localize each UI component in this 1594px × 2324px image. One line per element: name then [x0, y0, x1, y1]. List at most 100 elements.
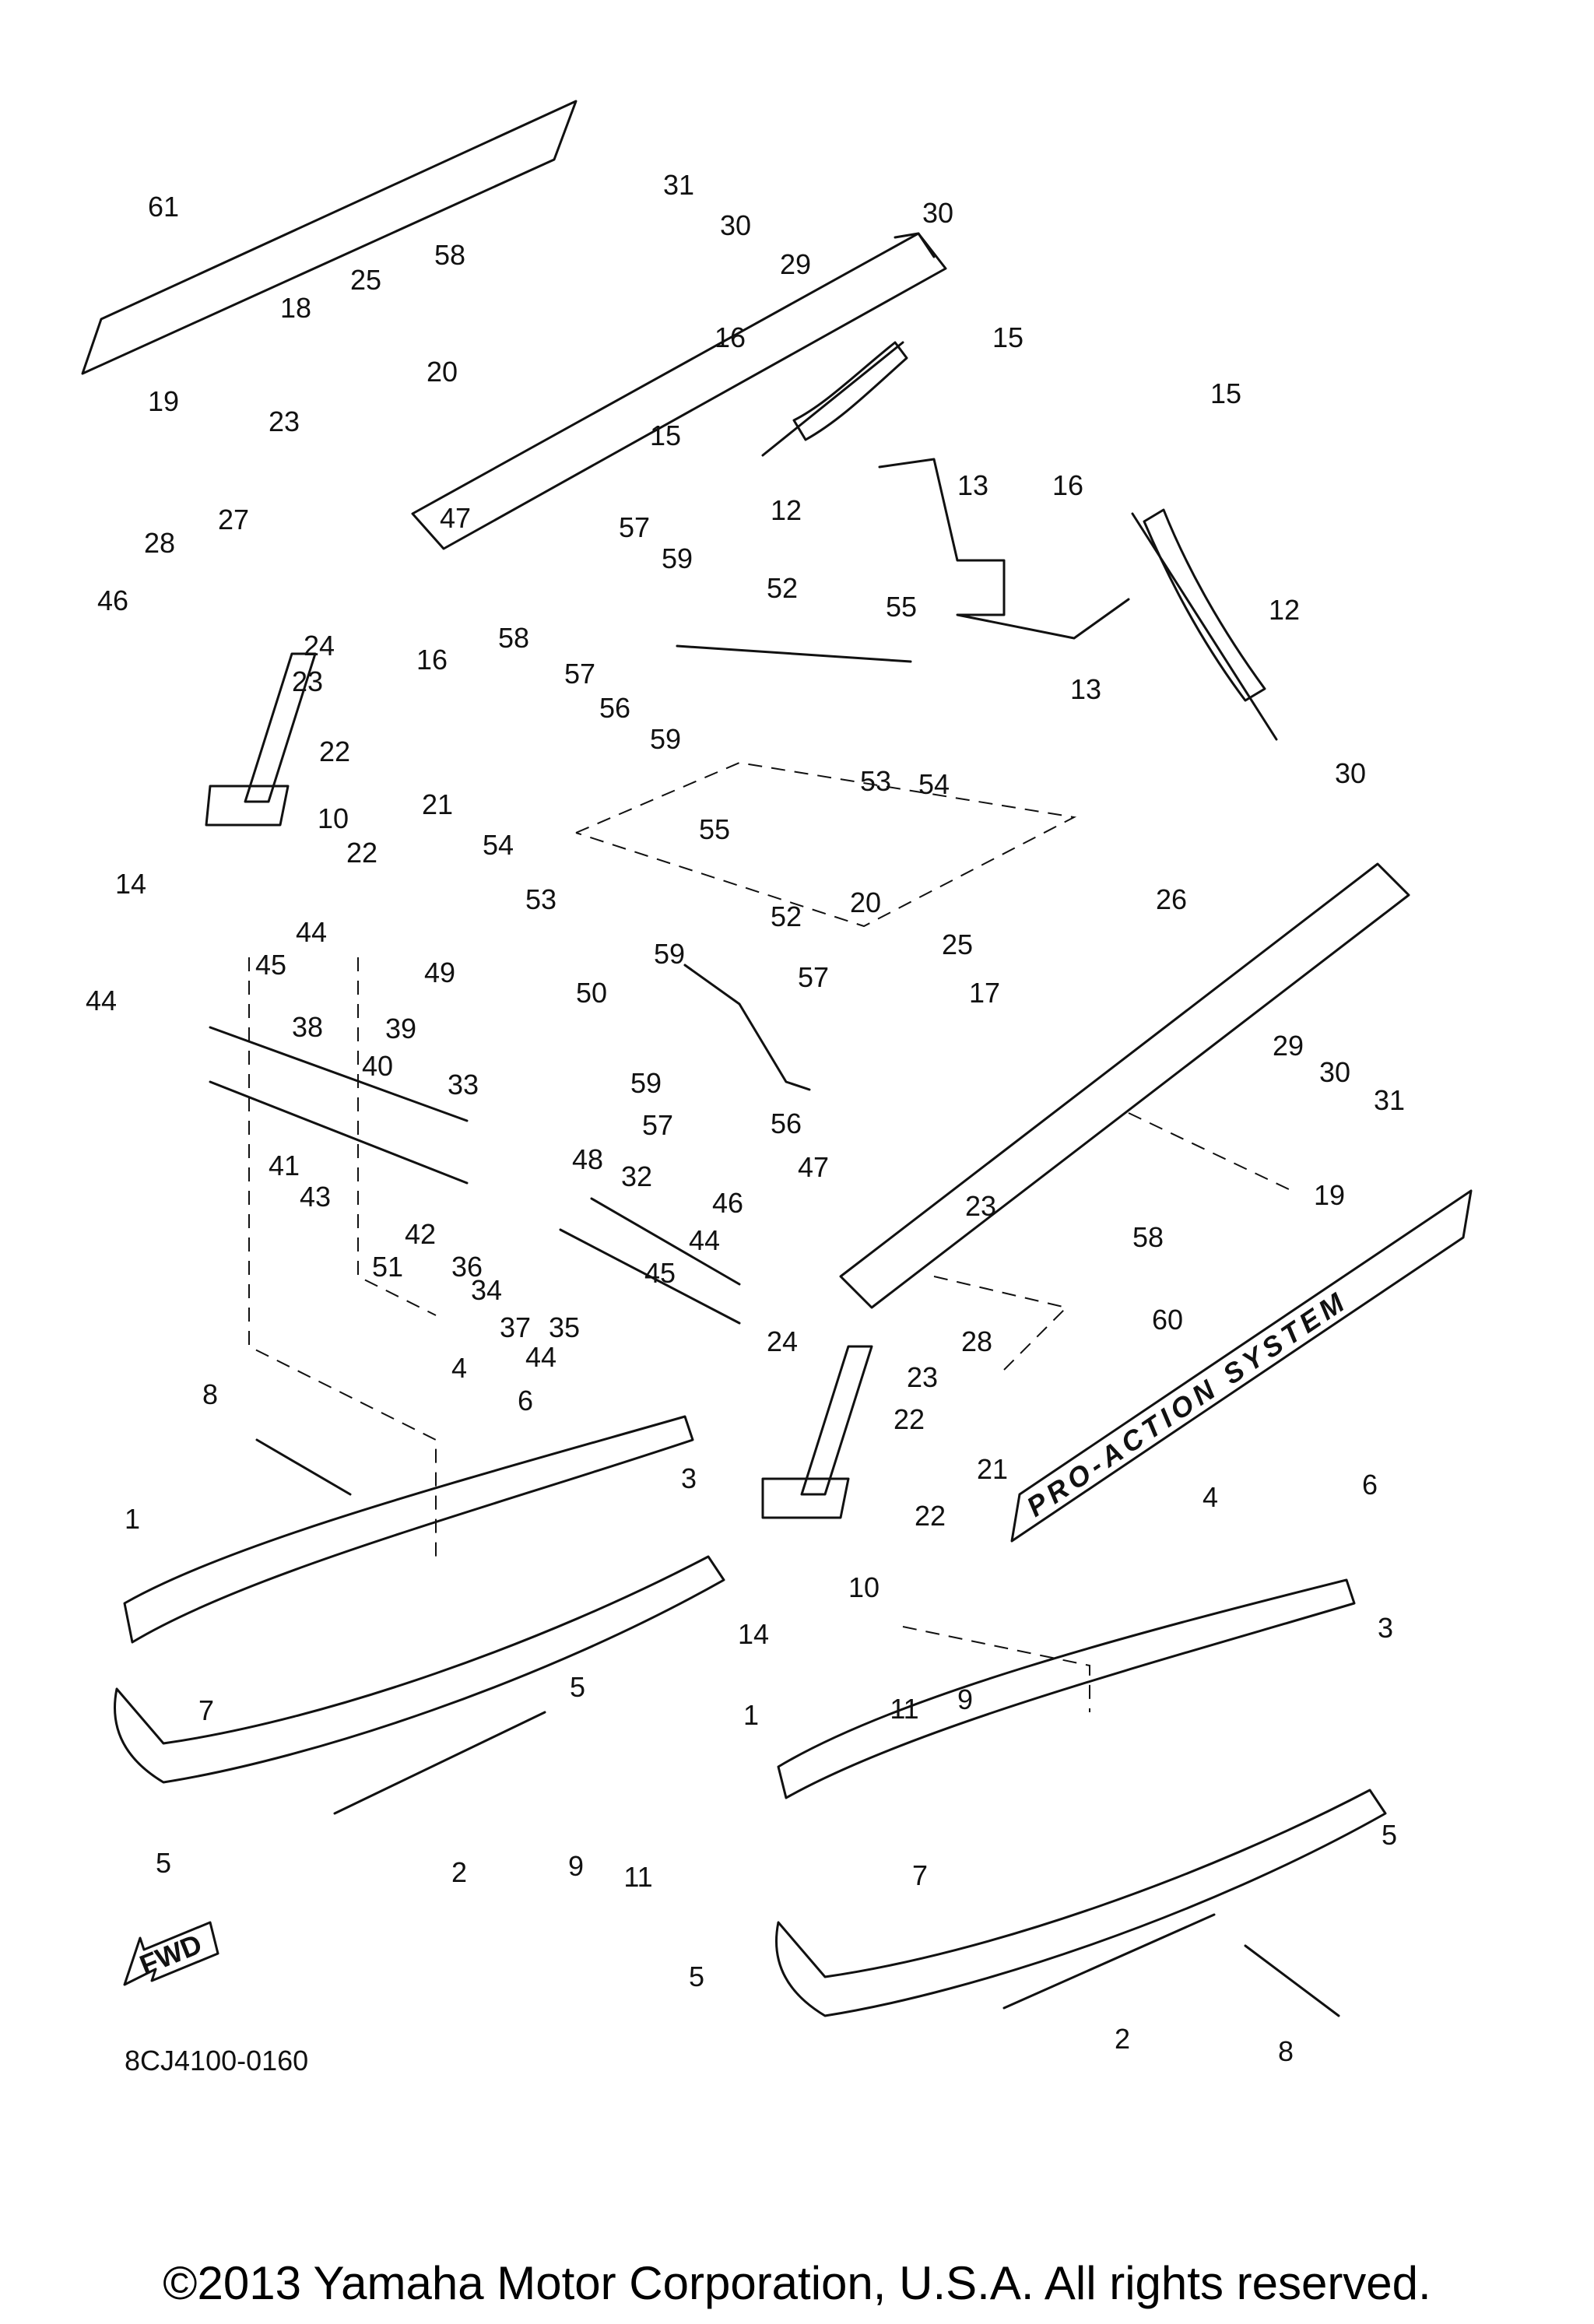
part-label: 6: [1362, 1469, 1378, 1501]
shock-spring-right: [1143, 508, 1266, 702]
part-label: 25: [350, 264, 381, 296]
part-label: 49: [424, 957, 455, 988]
part-label: 4: [1203, 1481, 1218, 1513]
part-label: 31: [663, 169, 694, 201]
rod-41: [209, 1080, 469, 1185]
part-label: 43: [300, 1181, 331, 1213]
part-label: 9: [568, 1850, 584, 1882]
part-label: 29: [1273, 1030, 1304, 1062]
part-label: 5: [1382, 1819, 1397, 1851]
part-label: 32: [621, 1160, 652, 1192]
part-label: 47: [798, 1151, 829, 1183]
assembly-line-3: [575, 761, 1077, 928]
part-label: 17: [969, 977, 1000, 1009]
part-label: 57: [798, 961, 829, 993]
part-label: 16: [1052, 469, 1083, 501]
part-label: 27: [218, 504, 249, 535]
part-label: 23: [269, 405, 300, 437]
part-label: 9: [957, 1683, 973, 1715]
part-label: 24: [767, 1325, 798, 1357]
part-label: 56: [771, 1108, 802, 1139]
part-label: 33: [448, 1069, 479, 1101]
part-label: 12: [771, 494, 802, 526]
part-label: 5: [570, 1671, 585, 1703]
upper-arm-left: [411, 232, 947, 550]
part-label: 41: [269, 1150, 300, 1181]
part-label: 44: [689, 1224, 720, 1256]
part-label: 55: [886, 591, 917, 623]
part-label: 4: [451, 1352, 467, 1384]
part-label: 2: [451, 1856, 467, 1888]
rod-32: [590, 1197, 741, 1286]
part-label: 2: [1115, 2023, 1130, 2055]
part-label: 8: [202, 1378, 218, 1410]
part-label: 15: [1210, 377, 1241, 409]
part-label: 35: [549, 1311, 580, 1343]
part-label: 19: [148, 385, 179, 417]
part-label: 42: [405, 1218, 436, 1250]
decal-60: [1010, 1189, 1473, 1543]
part-label: 15: [650, 420, 681, 451]
footer: ©2013 Yamaha Motor Corporation, U.S.A. A…: [0, 2242, 1594, 2324]
part-label: 50: [576, 977, 607, 1009]
diagram-artwork: [81, 100, 1473, 2017]
arm-eye: [894, 232, 936, 258]
part-label: 44: [296, 916, 327, 948]
decal-61: [81, 100, 578, 375]
part-label: 47: [440, 502, 471, 534]
part-label: 25: [942, 929, 973, 960]
bolt-8-left: [255, 1438, 352, 1496]
ski-right-bottom: [775, 1789, 1387, 2017]
part-label: 51: [372, 1251, 403, 1283]
spindle-left: [244, 652, 317, 803]
part-label: 53: [525, 883, 556, 915]
part-label: 28: [961, 1325, 992, 1357]
part-label: 21: [977, 1453, 1008, 1485]
assembly-line-6: [902, 1626, 1090, 1712]
pro-action-system-logo: PRO-ACTION SYSTEM: [1021, 1284, 1354, 1523]
part-label: 60: [1152, 1304, 1183, 1336]
part-label: 28: [144, 527, 175, 559]
part-label: 37: [500, 1311, 531, 1343]
part-label: 54: [483, 829, 514, 861]
part-label: 8: [1278, 2035, 1294, 2067]
fwd-arrow-shape: [123, 1921, 219, 1986]
part-label: 14: [738, 1618, 769, 1650]
runner-left: [333, 1711, 546, 1815]
part-label: 23: [907, 1361, 938, 1393]
part-label: 1: [125, 1503, 140, 1535]
part-label: 16: [416, 644, 448, 676]
part-label: 44: [525, 1341, 556, 1373]
upper-arm-right: [839, 862, 1410, 1309]
part-label: 61: [148, 191, 179, 223]
runner-right: [1002, 1913, 1216, 2010]
part-label: 23: [965, 1190, 996, 1222]
part-label: 22: [346, 837, 377, 869]
part-label: 58: [498, 622, 529, 654]
part-label: 11: [890, 1693, 918, 1725]
part-label: 3: [681, 1462, 697, 1494]
part-label: 20: [850, 886, 881, 918]
part-label: 30: [1335, 757, 1366, 789]
part-label: 39: [385, 1013, 416, 1044]
part-label: 59: [630, 1067, 662, 1099]
part-label: 29: [780, 248, 811, 280]
shock-rod-right: [1131, 512, 1278, 741]
spindle-right: [800, 1345, 873, 1496]
part-label: 26: [1156, 883, 1187, 915]
tie-rod-52-lower: [683, 964, 811, 1091]
part-label: 5: [689, 1961, 704, 1992]
assembly-line-5: [1128, 1112, 1293, 1192]
part-label: 55: [699, 813, 730, 845]
part-label: 18: [280, 292, 311, 324]
part-label: 31: [1374, 1084, 1405, 1116]
part-label: 56: [599, 692, 630, 724]
part-label: 46: [97, 585, 128, 616]
part-label: 45: [255, 949, 286, 981]
part-label: 10: [848, 1571, 880, 1603]
part-label: 52: [771, 900, 802, 932]
part-label: 30: [1319, 1056, 1350, 1088]
